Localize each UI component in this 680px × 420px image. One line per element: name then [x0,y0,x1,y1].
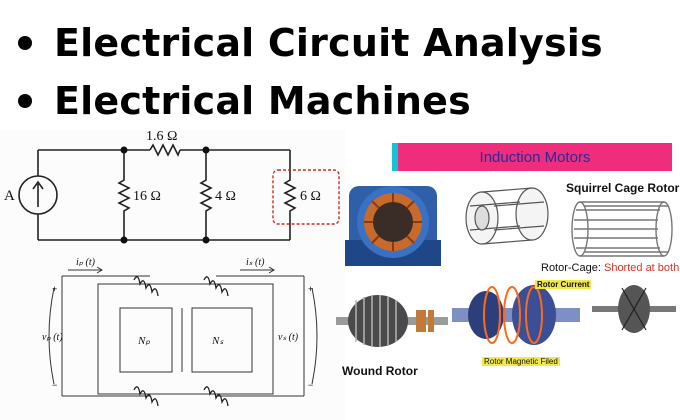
rotor-current-label: Rotor Current [535,280,592,289]
primary-coil-top [133,276,159,297]
primary-current-arrow-icon [68,266,103,274]
bullet-icon [18,94,32,108]
heading-machines: Electrical Machines [54,79,471,123]
primary-bracket [48,287,55,385]
resistor-16-label: 16 Ω [133,189,161,204]
heading-circuit-analysis: Electrical Circuit Analysis [54,21,603,65]
series-resistor-label: 1.6 Ω [146,129,177,144]
resistor-6-branch [283,150,297,240]
node-dot [202,236,210,244]
heading-item: Electrical Circuit Analysis [18,14,603,72]
secondary-current-arrow-icon [240,266,275,274]
secondary-minus-sign: − [308,380,313,390]
resistor-4-label: 4 Ω [215,189,236,204]
secondary-current-label: iₛ (t) [246,257,265,268]
secondary-turns-label: Nₛ [211,335,224,347]
stator-illustration [345,186,441,266]
banner-title: Induction Motors [479,149,591,166]
resistor-4-branch [199,150,213,240]
wound-rotor-illustration [336,295,448,347]
rotor-cage-prefix: Rotor-Cage: [541,262,604,274]
secondary-voltage-label: vₛ (t) [278,332,299,343]
node-dot [120,146,128,154]
squirrel-cage-illustration [571,201,673,257]
circuit-diagram: 1.6 Ω A 16 Ω 4 Ω 6 Ω [4,129,340,244]
secondary-plus-sign: + [308,284,313,294]
induction-motors-banner: Induction Motors [392,143,672,171]
node-dot [202,146,210,154]
primary-coil-bottom [133,386,159,407]
primary-current-label: iₚ (t) [76,257,96,268]
rotor-cage-caption: Rotor-Cage: Shorted at both ends [541,262,680,274]
series-resistor [149,143,181,157]
transformer-diagram: iₚ (t) iₛ (t) vₚ (t) vₛ (t) Nₚ Nₛ + − + … [42,257,318,407]
secondary-bracket [311,287,318,385]
resistor-6-label: 6 Ω [300,189,321,204]
heading-list: Electrical Circuit Analysis Electrical M… [18,14,603,130]
core-window-right [191,307,253,373]
wound-rotor-label: Wound Rotor [342,364,418,378]
node-dot [120,236,128,244]
current-source-icon [18,175,58,215]
bullet-icon [18,36,32,50]
core-outer [97,283,274,395]
rotor-cross-section-sketch [592,285,676,333]
current-arrow-icon [32,180,44,207]
rotor-field-label: Rotor Magnetic Filed [482,357,560,366]
heading-item: Electrical Machines [18,72,603,130]
core-window-left [119,307,173,373]
resistor-16-branch [117,150,131,240]
primary-voltage-label: vₚ (t) [42,332,63,343]
secondary-coil-top [203,276,229,297]
rotor-cage-sketch [465,187,549,245]
secondary-coil-bottom [203,386,229,407]
squirrel-cage-label: Squirrel Cage Rotor [566,181,680,195]
primary-plus-sign: + [52,284,57,294]
rotor-field-illustration [452,285,580,345]
source-label: A [4,188,15,204]
primary-minus-sign: − [52,380,57,390]
highlight-box [272,169,340,225]
primary-turns-label: Nₚ [137,335,150,347]
rotor-cage-highlight: Shorted at both ends [603,262,680,274]
